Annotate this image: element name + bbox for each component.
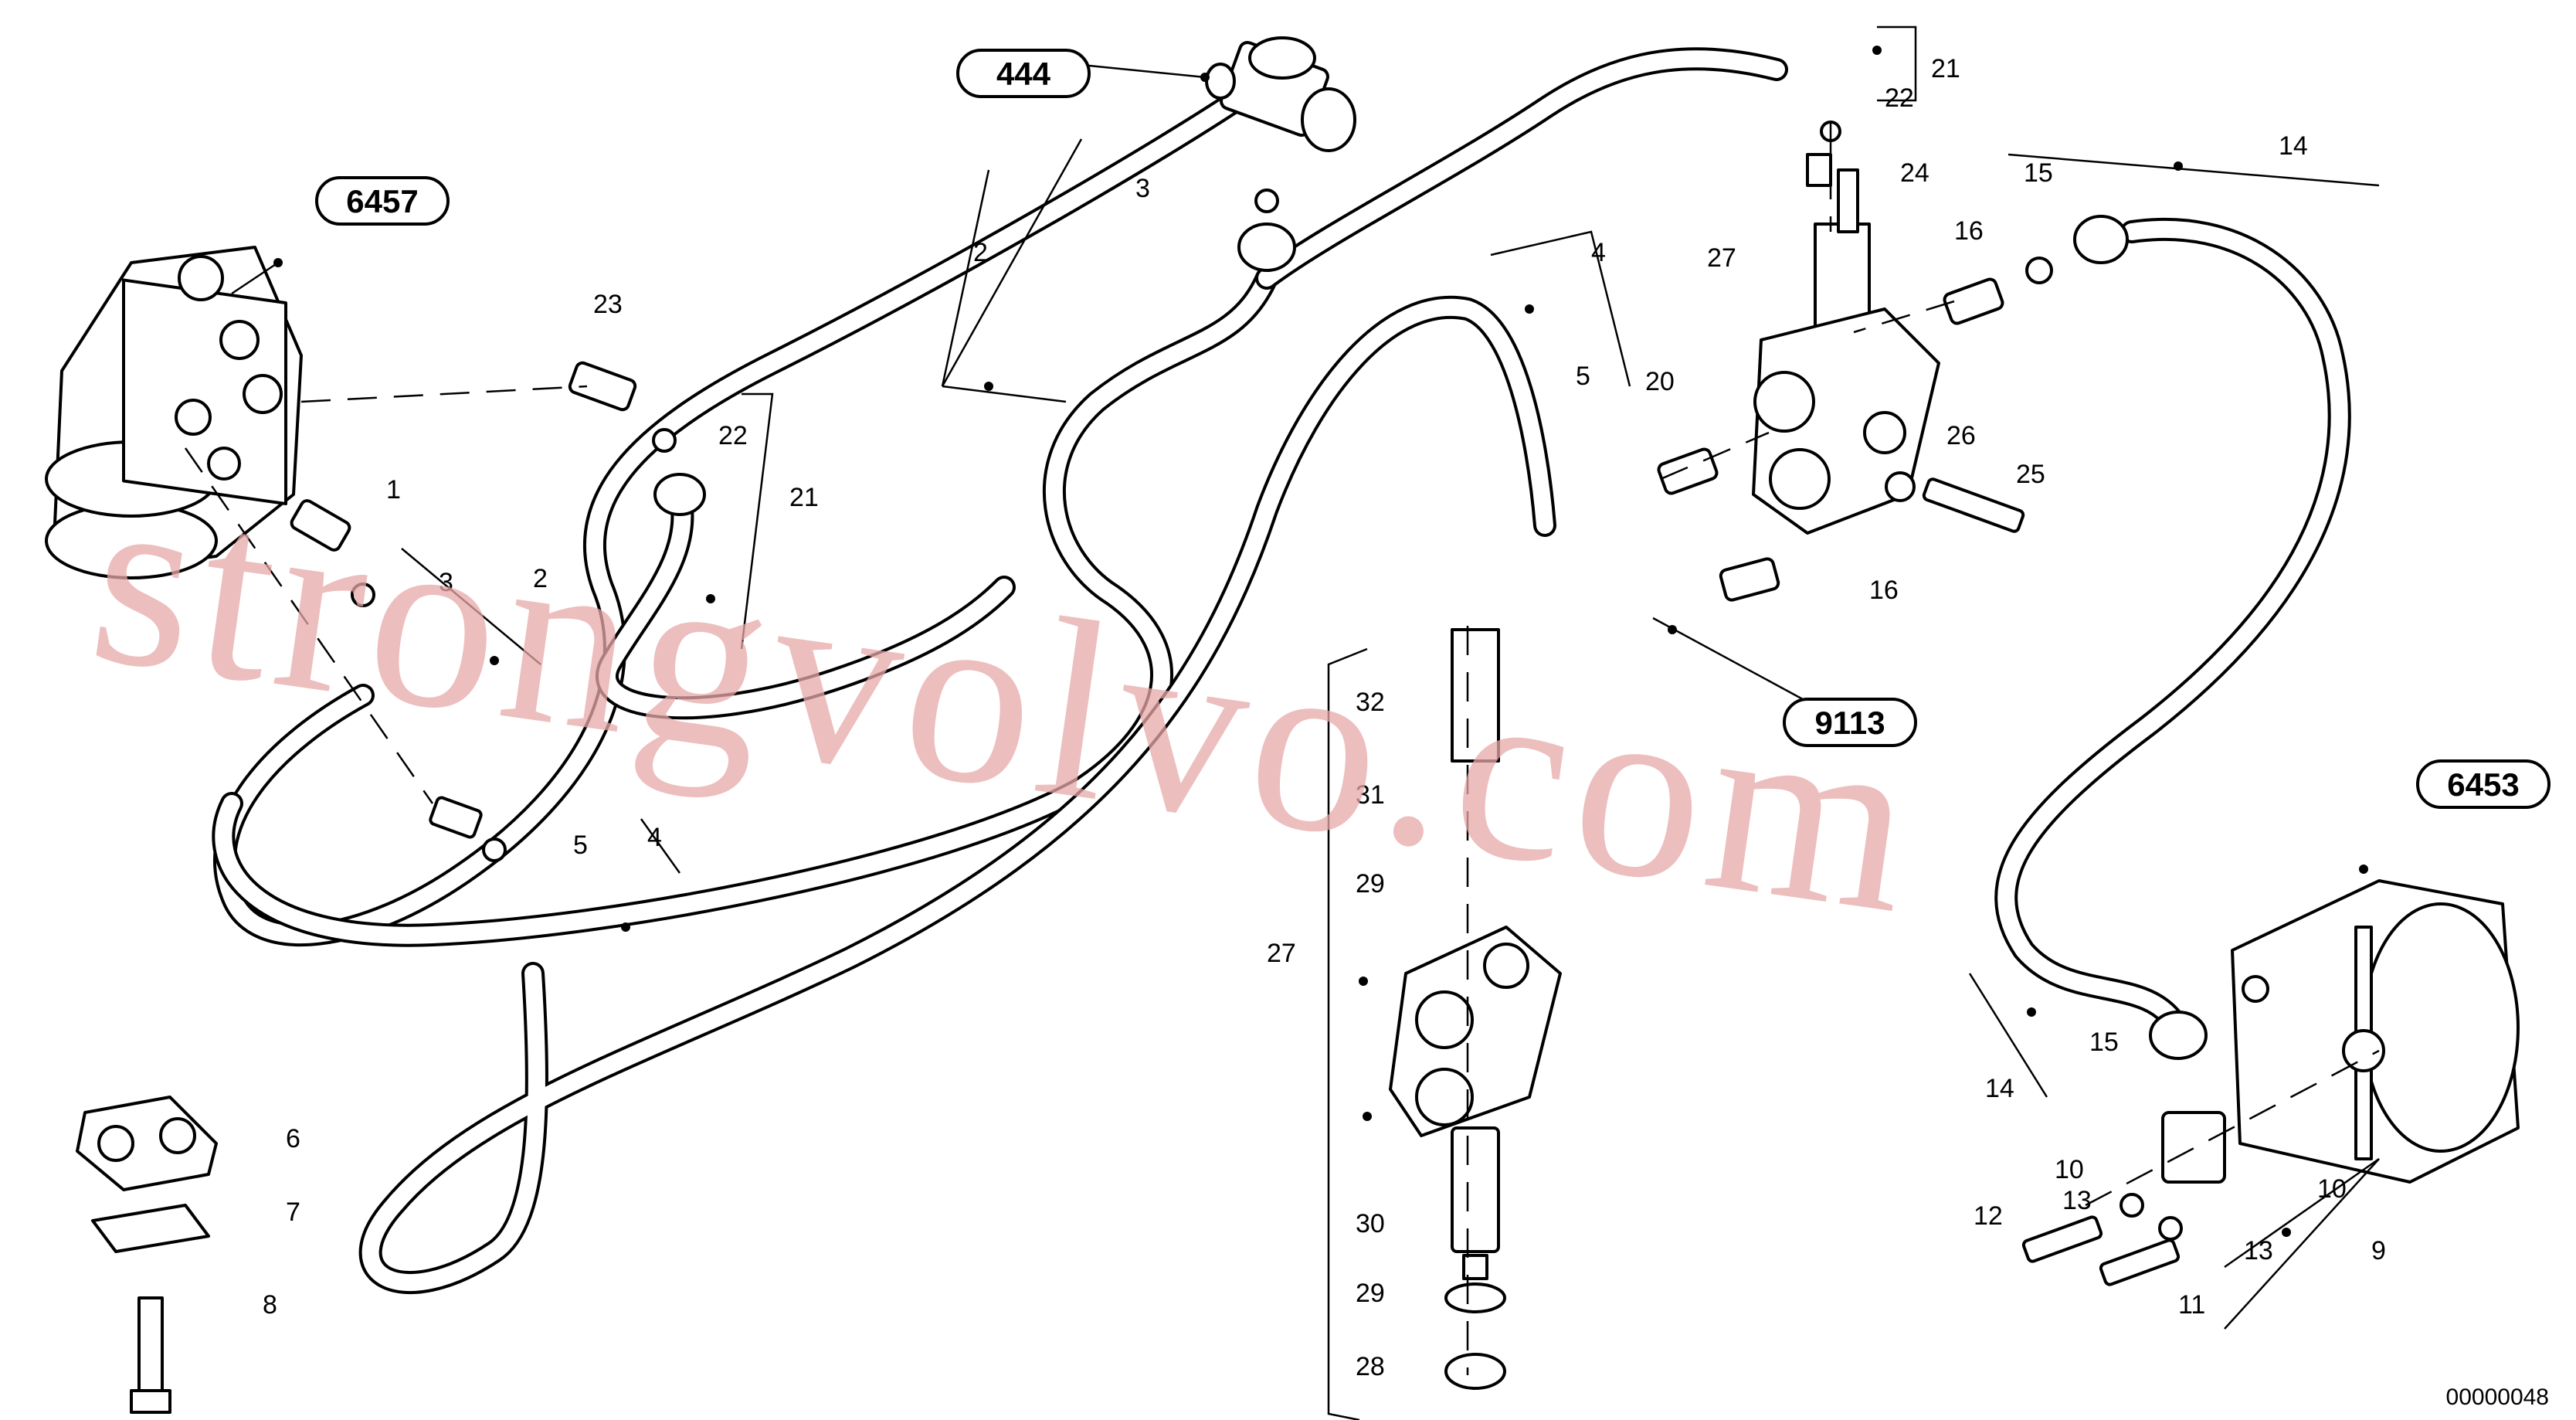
callout-31: 31: [1356, 780, 1385, 810]
callout-5: 5: [573, 831, 588, 860]
reference-label-6453: 6453: [2447, 766, 2519, 803]
callout-6: 6: [286, 1124, 300, 1153]
hose-item-21-top-inner: [1258, 50, 1785, 287]
callout-24: 24: [1900, 158, 1929, 188]
hose-item-14-inner: [1997, 220, 2348, 1036]
drawing-code: 00000048: [2446, 1384, 2549, 1410]
bullet-dots: [273, 46, 2368, 1237]
reference-444: 444: [956, 49, 1091, 98]
callout-21-top: 21: [1931, 54, 1960, 83]
reference-label-444: 444: [996, 56, 1051, 92]
callout-15-bottom: 15: [2089, 1028, 2119, 1057]
callout-1: 1: [386, 475, 401, 504]
hose-item-14: [1994, 217, 2351, 1039]
center-lines: [184, 124, 2380, 1375]
reference-6453: 6453: [2416, 759, 2551, 809]
hose-item-4-inner: [361, 299, 1553, 1292]
reference-6457: 6457: [315, 176, 450, 226]
pump-6453: [2231, 879, 2520, 1184]
hose-item-21-top: [1255, 47, 1788, 290]
steering-unit-6457: [45, 246, 303, 579]
callout-15-top: 15: [2024, 158, 2053, 188]
callout-5-top: 5: [1576, 362, 1590, 391]
callout-2-top: 2: [973, 238, 988, 267]
callout-2: 2: [533, 564, 548, 593]
callout-16-top: 16: [1954, 216, 1984, 246]
callout-13-right: 13: [2244, 1236, 2273, 1265]
callout-20: 20: [1645, 367, 1675, 396]
watermark-text: strongvolvo.com: [77, 433, 1935, 967]
callout-30: 30: [1356, 1209, 1385, 1238]
callout-10-right: 10: [2317, 1174, 2347, 1204]
tee-fitting-444: [1205, 36, 1356, 152]
callout-32: 32: [1356, 688, 1385, 717]
callout-4: 4: [647, 823, 662, 852]
hose-item-21-left-inner: [599, 486, 1013, 717]
callout-27-top: 27: [1707, 243, 1736, 273]
callout-7: 7: [286, 1197, 300, 1227]
callout-3-top: 3: [1135, 174, 1150, 203]
clamp-items-6-7-8: [76, 1096, 218, 1414]
callout-16-bottom: 16: [1869, 576, 1899, 605]
callout-21: 21: [789, 483, 819, 512]
callout-11: 11: [2178, 1290, 2205, 1320]
callout-22-top: 22: [1885, 83, 1914, 113]
valve-block-27-bottom: [1389, 628, 1562, 1137]
callout-14-bottom: 14: [1985, 1074, 2014, 1103]
callout-29-upper: 29: [1356, 869, 1385, 899]
callout-14-top: 14: [2279, 131, 2308, 161]
callout-23: 23: [593, 290, 623, 319]
callout-4-top: 4: [1591, 238, 1606, 267]
callout-10-left: 10: [2055, 1155, 2084, 1184]
small-fittings: [290, 121, 2226, 1390]
reference-label-6457: 6457: [346, 183, 418, 219]
callout-8: 8: [263, 1290, 277, 1320]
callout-26: 26: [1946, 421, 1976, 450]
leader-lines: [231, 25, 2380, 1420]
callout-29-lower: 29: [1356, 1279, 1385, 1308]
callout-9: 9: [2371, 1236, 2386, 1265]
callout-13-left: 13: [2062, 1186, 2092, 1215]
callout-12: 12: [1974, 1201, 2003, 1231]
callout-25: 25: [2016, 460, 2045, 489]
callout-28: 28: [1356, 1352, 1385, 1381]
hoses: [212, 47, 2351, 1295]
callout-22: 22: [718, 421, 748, 450]
callout-3: 3: [439, 568, 453, 597]
callout-numbers: 1 2 3 4 5 21 22 23 3 2 4 5 20 22 24 21 2…: [263, 54, 2386, 1381]
callout-27-bottom: 27: [1267, 939, 1296, 968]
reference-9113: 9113: [1783, 698, 1917, 747]
reference-label-9113: 9113: [1814, 705, 1885, 741]
